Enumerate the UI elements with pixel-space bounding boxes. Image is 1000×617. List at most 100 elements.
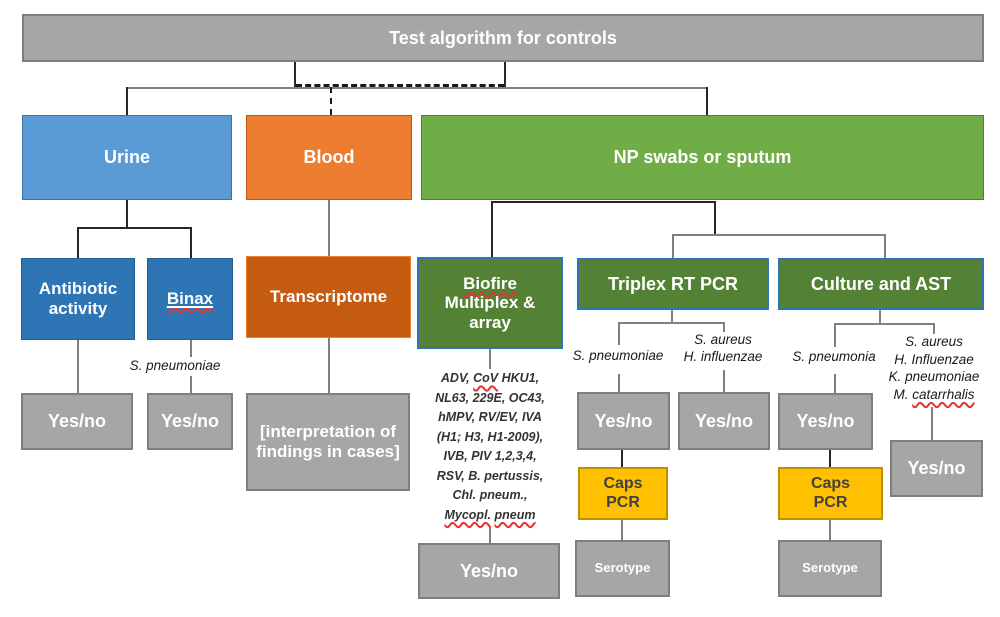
connector: [931, 407, 933, 440]
label-triplex-left-species: S. pneumoniae: [562, 347, 674, 364]
connector: [489, 349, 491, 369]
result-yesno-culture-others: Yes/no: [890, 440, 983, 497]
node-caps-pcr-culture: Caps PCR: [778, 467, 883, 520]
yesno-label: Yes/no: [594, 410, 653, 431]
virus-list-line: Mycopl. pneum: [444, 507, 536, 522]
species-text: H. influenzae: [683, 349, 763, 364]
connector: [190, 340, 192, 357]
yesno-label: Yes/no: [160, 411, 220, 432]
yesno-label: Yes/no: [459, 560, 519, 581]
node-urine: Urine: [22, 115, 232, 200]
species-text: K. pneumoniae: [888, 369, 980, 384]
connector: [723, 322, 725, 332]
species-text: S. aureus: [905, 334, 963, 349]
connector: [829, 520, 831, 540]
connector: [489, 527, 491, 543]
biofire-label-line3: array: [469, 312, 511, 332]
species-text: S. pneumoniae: [572, 348, 664, 363]
connector: [190, 227, 192, 258]
biofire-label-line2: Multiplex &: [444, 293, 536, 313]
virus-list-line: NL63, 229E, OC43,: [435, 390, 545, 405]
virus-list-line: ADV, CoV HKU1,: [440, 371, 540, 385]
connector: [126, 87, 128, 115]
node-transcriptome: Transcriptome: [246, 256, 411, 338]
connector: [77, 227, 191, 229]
caps-pcr-label: PCR: [813, 493, 848, 511]
node-biofire: Biofire Multiplex & array: [417, 257, 563, 349]
label-culture-left-species: S. pneumonia: [778, 348, 890, 365]
caps-pcr-label: PCR: [606, 493, 640, 511]
node-np-swabs: NP swabs or sputum: [421, 115, 984, 200]
caps-pcr-label: Caps: [810, 475, 851, 493]
species-text: S. pneumonia: [792, 349, 876, 364]
connector-dashed: [330, 87, 332, 115]
serotype-label: Serotype: [802, 560, 858, 576]
label-culture-right-species: S. aureus H. Influenzae K. pneumoniae M.…: [883, 333, 985, 403]
node-culture-ast: Culture and AST: [778, 258, 984, 310]
result-yesno-binax: Yes/no: [147, 393, 233, 450]
virus-list-line: RSV, B. pertussis,: [436, 468, 544, 483]
node-triplex-rt-pcr: Triplex RT PCR: [577, 258, 769, 310]
virus-list-line: IVB, PIV 1,2,3,4,: [443, 449, 537, 463]
connector: [829, 450, 831, 467]
node-binax: Binax: [147, 258, 233, 340]
result-yesno-culture-pneumonia: Yes/no: [778, 393, 873, 450]
binax-label: Binax: [166, 289, 214, 309]
species-text: M. catarrhalis: [893, 386, 975, 402]
species-text: S. aureus: [694, 332, 752, 347]
connector: [671, 310, 673, 322]
connector: [879, 310, 881, 323]
connector: [618, 374, 620, 392]
result-serotype-culture: Serotype: [778, 540, 882, 597]
blood-label: Blood: [303, 147, 355, 168]
connector: [504, 62, 506, 87]
connector: [834, 323, 836, 347]
virus-list-line: (H1; H3, H1-2009),: [436, 429, 544, 444]
connector: [126, 87, 707, 89]
connector: [491, 201, 493, 257]
connector: [621, 520, 623, 540]
caps-pcr-label: Caps: [603, 475, 643, 493]
connector: [621, 450, 623, 467]
label-triplex-right-species: S. aureus H. influenzae: [672, 331, 774, 365]
species-text: S. pneumoniae: [129, 358, 221, 373]
connector: [294, 62, 296, 87]
connector: [884, 234, 886, 258]
node-blood: Blood: [246, 115, 412, 200]
yesno-label: Yes/no: [907, 458, 966, 479]
result-yesno-triplex-aureus: Yes/no: [678, 392, 770, 450]
title-text: Test algorithm for controls: [389, 28, 617, 49]
serotype-label: Serotype: [594, 560, 651, 576]
label-binax-species: S. pneumoniae: [115, 357, 235, 374]
connector: [618, 322, 620, 345]
connector: [492, 201, 716, 203]
result-serotype-triplex: Serotype: [575, 540, 670, 597]
connector: [714, 201, 716, 235]
triplex-label: Triplex RT PCR: [607, 273, 739, 294]
yesno-label: Yes/no: [796, 411, 855, 432]
result-interpretation: [interpretation of findings in cases]: [246, 393, 410, 491]
antibiotic-activity-label: Antibiotic activity: [38, 279, 118, 318]
node-caps-pcr-triplex: Caps PCR: [578, 467, 668, 520]
connector: [672, 234, 674, 258]
culture-label: Culture and AST: [810, 273, 952, 294]
virus-list-line: hMPV, RV/EV, IVA: [438, 410, 542, 424]
urine-label: Urine: [103, 147, 150, 168]
connector: [77, 340, 79, 393]
interpretation-label: [interpretation of findings in cases]: [256, 422, 400, 461]
connector: [618, 322, 723, 324]
biofire-label-line1: Biofire: [463, 273, 517, 293]
connector: [77, 227, 79, 258]
virus-list-line: Chl. pneum.,: [452, 488, 528, 502]
result-yesno-antibiotic: Yes/no: [21, 393, 133, 450]
node-title: Test algorithm for controls: [22, 14, 984, 62]
species-text: H. Influenzae: [894, 351, 974, 367]
biofire-target-list: ADV, CoV HKU1, NL63, 229E, OC43, hMPV, R…: [405, 369, 575, 525]
binax-spellcheck-underline: Binax: [167, 289, 213, 309]
connector: [933, 323, 935, 334]
connector: [672, 234, 886, 236]
connector: [706, 87, 708, 115]
connector-dashed: [296, 84, 504, 87]
connector: [126, 200, 128, 228]
